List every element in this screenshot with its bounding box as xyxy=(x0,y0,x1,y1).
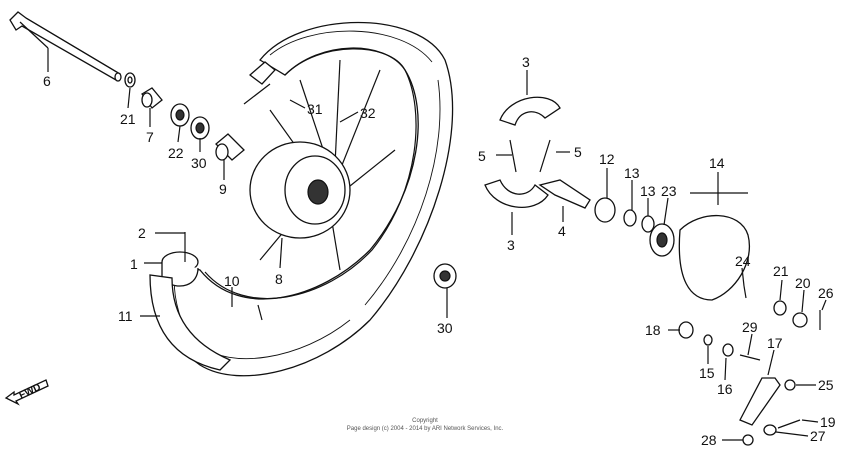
callout-29: 29 xyxy=(742,319,758,335)
callout-3-bottom: 3 xyxy=(507,237,515,253)
small-parts-row xyxy=(124,72,245,161)
callout-6: 6 xyxy=(43,73,51,89)
callout-26: 26 xyxy=(818,285,834,301)
callout-25: 25 xyxy=(818,377,834,393)
callout-21-right: 21 xyxy=(773,263,789,279)
callout-15: 15 xyxy=(699,365,715,381)
callout-27: 27 xyxy=(810,428,826,444)
callout-22: 22 xyxy=(168,145,184,161)
copyright-heading: Copyright xyxy=(412,418,438,424)
wheel-assembly xyxy=(164,21,454,377)
tube-and-tire xyxy=(149,232,232,371)
fwd-label: FWD xyxy=(17,382,42,402)
callout-14: 14 xyxy=(709,155,725,171)
callout-31: 31 xyxy=(307,101,323,117)
callout-11: 11 xyxy=(118,308,133,324)
callouts: 6 21 7 22 30 9 31 32 8 2 1 10 11 30 3 5 … xyxy=(43,54,836,448)
callout-16: 16 xyxy=(717,381,733,397)
brake-linkage xyxy=(678,300,821,446)
callout-17: 17 xyxy=(767,335,783,351)
callout-10: 10 xyxy=(224,273,240,289)
brake-shoes xyxy=(484,96,591,209)
callout-21: 21 xyxy=(120,111,136,127)
callout-5-right: 5 xyxy=(574,144,582,160)
callout-13-upper: 13 xyxy=(624,165,640,181)
callout-30-lower: 30 xyxy=(437,320,453,336)
callout-32: 32 xyxy=(360,105,376,121)
callout-19: 19 xyxy=(820,414,836,430)
callout-12: 12 xyxy=(599,151,615,167)
forward-arrow: FWD xyxy=(4,379,49,406)
leader-lines xyxy=(19,21,827,441)
callout-9: 9 xyxy=(219,181,227,197)
callout-28: 28 xyxy=(701,432,717,448)
callout-2: 2 xyxy=(138,225,146,241)
callout-23: 23 xyxy=(661,183,677,199)
callout-5-left: 5 xyxy=(478,148,486,164)
callout-20: 20 xyxy=(795,275,811,291)
callout-4: 4 xyxy=(558,223,566,239)
axle xyxy=(9,11,122,82)
copyright-notice: Page design (c) 2004 - 2014 by ARI Netwo… xyxy=(347,426,504,432)
callout-1: 1 xyxy=(130,256,138,272)
callout-24: 24 xyxy=(735,253,751,269)
callout-8: 8 xyxy=(275,271,283,287)
callout-18: 18 xyxy=(645,322,661,338)
callout-13-lower: 13 xyxy=(640,183,656,199)
callout-30: 30 xyxy=(191,155,207,171)
callout-3-top: 3 xyxy=(522,54,530,70)
bearing-30 xyxy=(433,263,457,289)
callout-7: 7 xyxy=(146,129,154,145)
brake-panel xyxy=(594,172,750,301)
